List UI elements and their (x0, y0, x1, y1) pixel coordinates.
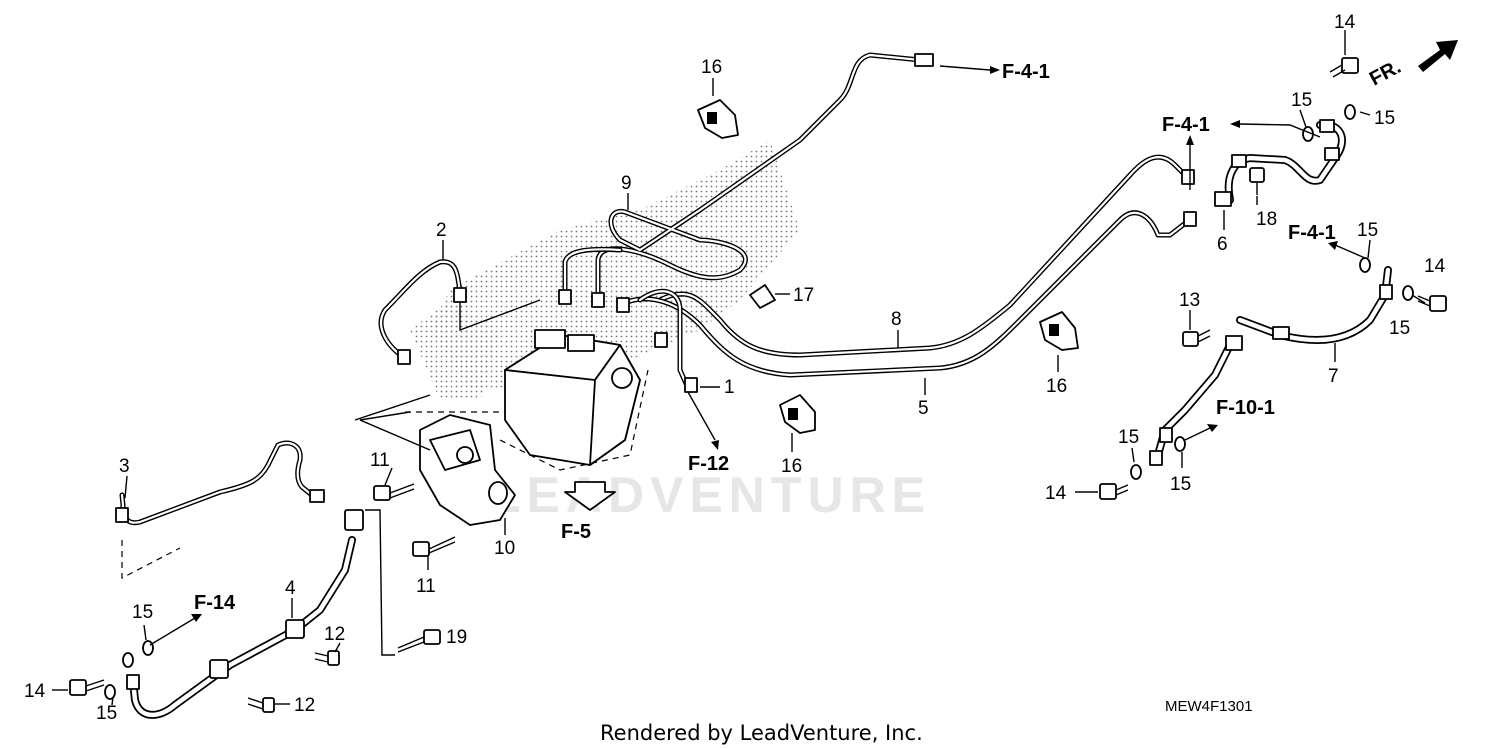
bolt-14-top (1329, 57, 1359, 78)
bolt-12-upper (314, 650, 340, 666)
callout-15-low-left: 15 (1118, 427, 1139, 448)
callout-5: 5 (918, 398, 929, 419)
dash-pipe3 (121, 540, 181, 579)
ref-f41-right: F-4-1 (1288, 222, 1336, 244)
callout-3: 3 (119, 456, 130, 477)
credit-line: Rendered by LeadVenture, Inc. (600, 721, 923, 745)
callout-16-low: 16 (781, 456, 802, 477)
callout-14-right: 14 (1424, 256, 1446, 277)
ref-f41-mid: F-4-1 (1162, 114, 1210, 136)
ref-f12: F-12 (688, 453, 729, 475)
brake-hose-6 (1224, 121, 1346, 204)
abs-modulator-unit (504, 329, 641, 466)
watermark-text: LEADVENTURE (490, 467, 931, 523)
brake-pipe-9-branch (562, 246, 623, 298)
bolt-12-lower (247, 697, 275, 713)
leader-19 (365, 509, 395, 656)
brake-pipe-9 (595, 52, 923, 301)
brake-pipe-8 (657, 154, 1191, 358)
callout-14-left: 14 (24, 681, 46, 702)
bolt-19 (397, 629, 441, 653)
ref-f41-top: F-4-1 (1002, 61, 1050, 83)
callout-15-top-left: 15 (1291, 90, 1312, 111)
callout-4: 4 (285, 578, 296, 599)
callout-16-mid: 16 (1046, 376, 1067, 397)
callout-leaders (52, 30, 1426, 706)
callout-6: 6 (1217, 234, 1228, 255)
callout-15-right: 15 (1389, 318, 1410, 339)
callout-15-left-upper: 15 (132, 602, 153, 623)
bolt-11-lower (412, 536, 456, 557)
brake-pipe-5 (617, 210, 1195, 378)
callout-18: 18 (1256, 209, 1277, 230)
bolt-14-bottom-right (1099, 483, 1129, 500)
brake-pipe-1 (637, 288, 691, 391)
callout-15-mid: 15 (1357, 220, 1378, 241)
bolt-18 (1249, 167, 1265, 195)
callout-12-upper: 12 (324, 624, 345, 645)
clamp-16-mid (1039, 311, 1079, 351)
callout-11-upper: 11 (370, 450, 390, 471)
clamp-16-low (779, 394, 816, 434)
frame-shading-lower (410, 300, 500, 400)
clamp-16-top (697, 99, 739, 139)
brake-hose-4 (129, 536, 356, 719)
clip-17 (749, 284, 776, 309)
callout-11-lower: 11 (416, 576, 436, 597)
callout-13: 13 (1179, 290, 1200, 311)
leader-pipe2 (459, 299, 541, 332)
leader-bracket (354, 394, 431, 451)
brake-pipe-2 (378, 259, 463, 361)
brake-pipe-3 (119, 440, 321, 526)
callout-19: 19 (446, 627, 467, 648)
front-direction-arrow (1418, 40, 1458, 72)
callout-14-top: 14 (1334, 12, 1356, 33)
ref-front: FR. (1366, 56, 1405, 91)
bolt-14-left (69, 679, 105, 696)
ref-f101: F-10-1 (1216, 397, 1275, 419)
bolt-13 (1182, 329, 1211, 347)
callout-2: 2 (436, 220, 447, 241)
callout-17: 17 (793, 285, 814, 306)
callout-10: 10 (494, 538, 515, 559)
bolt-11-upper (373, 483, 415, 501)
callout-numbers: 1 2 3 4 5 6 7 8 9 10 11 11 12 12 13 14 1… (24, 12, 1446, 724)
ref-f14: F-14 (194, 592, 236, 614)
callout-7: 7 (1328, 366, 1339, 387)
callout-1: 1 (724, 377, 735, 398)
abs-bracket-10 (419, 414, 516, 526)
callout-8: 8 (891, 309, 902, 330)
dash-f12 (499, 369, 649, 471)
callout-9: 9 (621, 173, 632, 194)
pipe-fittings (115, 53, 1393, 690)
callout-15-left-lower: 15 (96, 703, 117, 724)
callout-14-bottom: 14 (1045, 483, 1067, 504)
callout-15-top-right: 15 (1374, 108, 1395, 129)
bolt-14-right (1417, 295, 1447, 312)
diagram-code: MEW4F1301 (1165, 698, 1253, 715)
callout-16-top: 16 (701, 57, 722, 78)
ref-arrows (149, 65, 1366, 646)
ref-f5: F-5 (561, 521, 591, 543)
callout-15-low-right: 15 (1170, 474, 1191, 495)
callout-12-lower: 12 (294, 695, 315, 716)
